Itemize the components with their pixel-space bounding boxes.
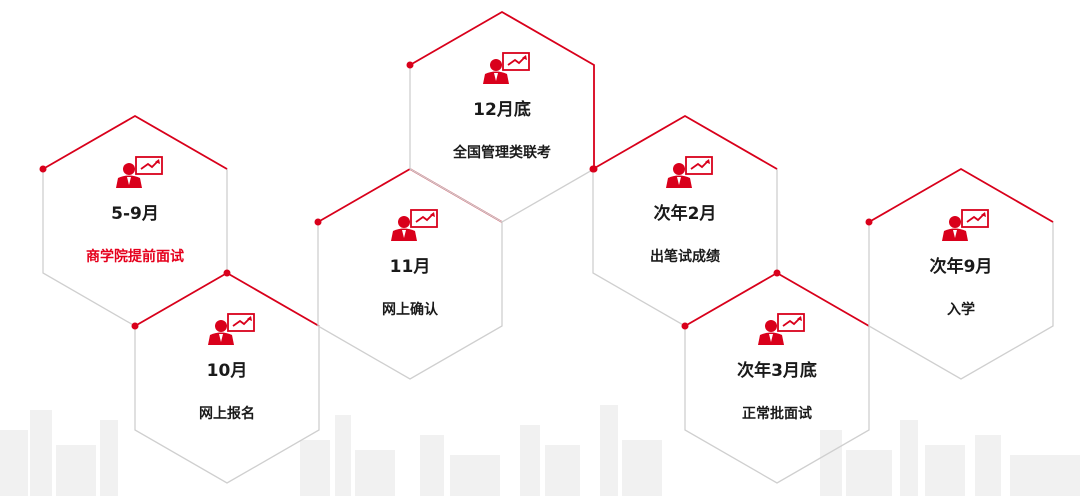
step-event: 出笔试成绩 — [650, 248, 720, 265]
node-dot — [406, 61, 414, 69]
step-date: 次年3月底 — [737, 360, 817, 381]
step-date: 12月底 — [473, 99, 531, 120]
step-date: 11月 — [390, 257, 431, 277]
skyline-background — [0, 405, 1080, 496]
step-event: 全国管理类联考 — [452, 144, 551, 161]
presenter-board-icon — [116, 156, 163, 188]
hexagon-accent — [409, 10, 595, 169]
step-event: 正常批面试 — [742, 405, 812, 422]
hexagon-accent — [134, 271, 320, 327]
hexagon-accent — [868, 167, 1054, 223]
node-dot — [131, 322, 139, 330]
presenter-board-icon — [208, 313, 255, 345]
hexagon-accent — [592, 114, 778, 170]
hexagon-accent — [317, 167, 503, 223]
step-event: 网上确认 — [382, 301, 439, 318]
presenter-board-icon — [942, 209, 989, 241]
presenter-board-icon — [666, 156, 713, 188]
step-event: 网上报名 — [199, 405, 255, 422]
node-dot — [589, 165, 597, 173]
step-date: 次年9月 — [930, 256, 993, 277]
step-date: 5-9月 — [111, 204, 159, 224]
step-event: 入学 — [947, 301, 975, 318]
node-dot — [865, 218, 873, 226]
hexagon-accent — [42, 114, 228, 170]
presenter-board-icon — [391, 209, 438, 241]
presenter-board-icon — [758, 313, 805, 345]
step-date: 10月 — [207, 361, 248, 381]
node-dot — [314, 218, 322, 226]
step-date: 次年2月 — [654, 203, 717, 224]
step-event: 商学院提前面试 — [86, 248, 184, 265]
node-dot — [39, 165, 47, 173]
hexagon-accent — [684, 271, 870, 327]
node-dot — [681, 322, 689, 330]
presenter-board-icon — [483, 52, 530, 84]
